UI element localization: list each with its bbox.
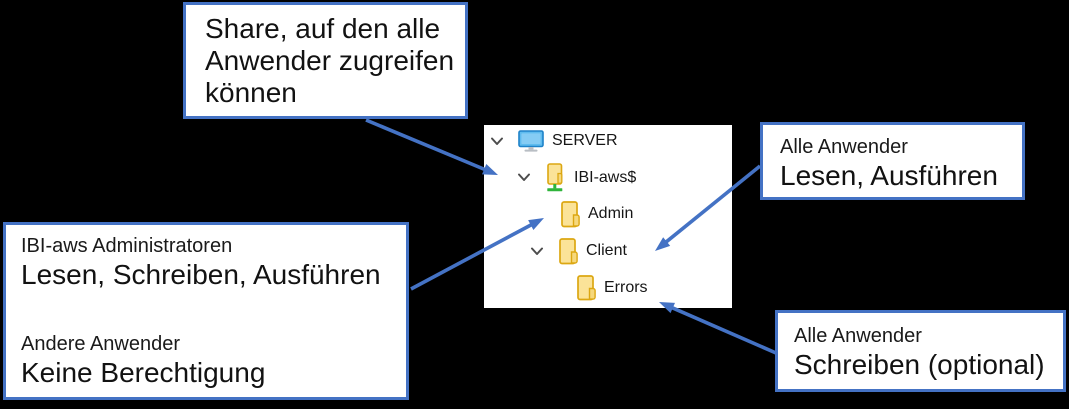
tree-item-ibiaws-share[interactable]: IBI-aws$ <box>484 160 732 197</box>
tree-item-client[interactable]: Client <box>484 233 732 270</box>
tree-rows: SERVER IBI-aws$ <box>484 125 732 306</box>
permission-rights: Lesen, Schreiben, Ausführen <box>21 259 381 290</box>
tree-item-label: Client <box>586 242 627 260</box>
tree-item-label: IBI-aws$ <box>574 168 637 186</box>
arrow-write-to-errors <box>659 302 777 355</box>
permission-subject: Alle Anwender <box>794 325 922 347</box>
callout-admin-permissions: IBI-aws Administratoren Lesen, Schreiben… <box>3 222 409 400</box>
tree-item-label: Admin <box>588 205 634 223</box>
callout-read-permissions: Alle Anwender Lesen, Ausführen <box>760 122 1025 200</box>
permission-group-admins: IBI-aws Administratoren Lesen, Schreiben… <box>21 233 396 291</box>
tree-item-label: Errors <box>604 278 648 296</box>
callout-share: Share, auf den alle Anwender zugreifen k… <box>183 2 468 119</box>
callout-write-permissions: Alle Anwender Schreiben (optional) <box>775 310 1066 392</box>
permission-subject: Andere Anwender <box>21 333 181 355</box>
computer-icon <box>518 130 544 152</box>
callout-share-line: können <box>205 77 297 108</box>
tree-item-label: SERVER <box>552 132 618 150</box>
callout-share-line: Anwender zugreifen <box>205 45 455 76</box>
permission-subject: IBI-aws Administratoren <box>21 235 233 257</box>
chevron-down-icon[interactable] <box>490 137 504 146</box>
shared-folder-icon <box>545 163 566 192</box>
permission-rights: Lesen, Ausführen <box>780 160 998 191</box>
permission-rights: Schreiben (optional) <box>794 349 1045 380</box>
chevron-down-icon[interactable] <box>530 247 544 256</box>
folder-icon <box>561 201 581 228</box>
callout-share-line: Share, auf den alle <box>205 13 441 44</box>
tree-item-server[interactable]: SERVER <box>484 125 732 160</box>
chevron-down-icon[interactable] <box>517 173 531 182</box>
arrow-share-to-ibiaws <box>365 118 498 175</box>
explorer-tree-panel: SERVER IBI-aws$ <box>484 125 732 308</box>
permission-group-others: Andere Anwender Keine Berechtigung <box>21 331 396 389</box>
tree-item-admin[interactable]: Admin <box>484 196 732 233</box>
folder-icon <box>577 274 597 301</box>
permission-rights: Keine Berechtigung <box>21 357 266 388</box>
permission-subject: Alle Anwender <box>780 136 908 158</box>
folder-icon <box>559 237 579 265</box>
tree-item-errors[interactable]: Errors <box>484 269 732 306</box>
